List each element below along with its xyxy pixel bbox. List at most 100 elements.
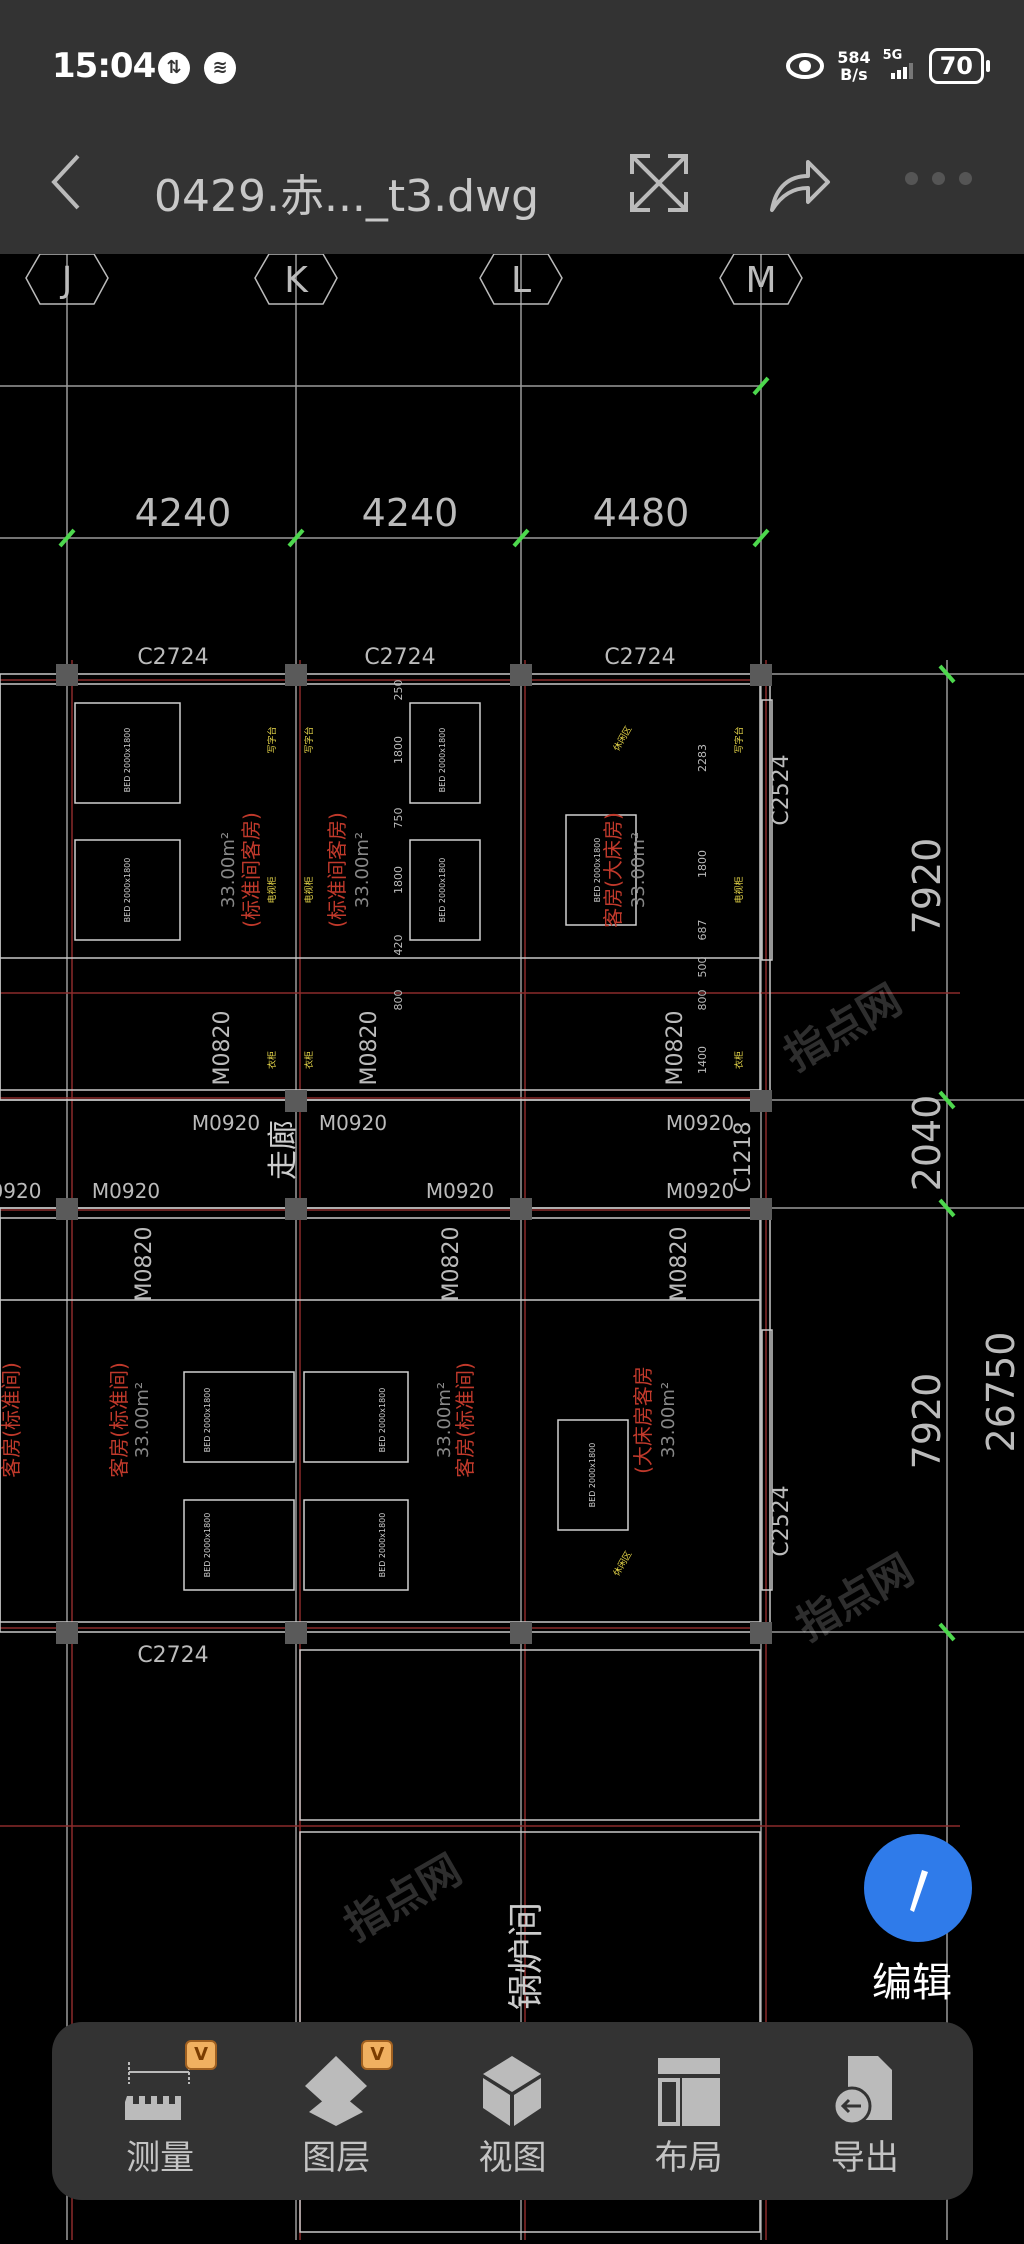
layers-button[interactable]: V 图层 — [261, 2022, 411, 2200]
door-label: M0820 — [132, 1227, 157, 1302]
drawing-text: 休闲区 — [610, 1549, 634, 1578]
drawing-text: 687 — [696, 920, 709, 941]
fullscreen-icon[interactable] — [626, 150, 692, 216]
drawing-text: 800 — [392, 990, 405, 1011]
furniture-labels: BED 2000x1800 BED 2000x1800 BED 2000x180… — [123, 728, 602, 1578]
axis-bubbles — [25, 253, 803, 305]
door-label: M0920 — [192, 1111, 260, 1135]
clock: 15:04 — [52, 46, 156, 86]
drawing-text: 33.00m² — [658, 1382, 679, 1458]
room-areas: 33.00m² 33.00m² 33.00m² 33.00m² 33.00m² … — [132, 832, 679, 1458]
drawing-text: 衣柜 — [303, 1051, 315, 1069]
battery-indicator: 70 — [928, 48, 991, 84]
door-label: M0920 — [426, 1179, 494, 1203]
ruler-icon — [125, 2062, 191, 2120]
drawing-text: 1800 — [392, 736, 405, 764]
speed-unit: B/s — [840, 65, 868, 84]
drawing-text: 客房(标准间) — [453, 1362, 477, 1478]
door-label: M0920 — [319, 1111, 387, 1135]
window-label: C2724 — [604, 645, 675, 670]
measure-button[interactable]: V 测量 — [85, 2022, 235, 2200]
window-label: C2724 — [137, 1643, 208, 1668]
drawing-text: 250 — [392, 680, 405, 701]
drawing-text: 1800 — [696, 850, 709, 878]
drawing-text: (标准间客房) — [239, 812, 263, 928]
drawing-text: 衣柜 — [266, 1051, 278, 1069]
cube-icon — [483, 2056, 542, 2126]
columns — [56, 664, 772, 1644]
drawing-text: 指点网 — [788, 1545, 922, 1650]
edit-label: 编辑 — [872, 1960, 952, 2006]
drawing-text: 电视柜 — [303, 876, 315, 903]
drawing-text: (大床房客房 — [631, 1366, 655, 1474]
drawing-text: 写字台 — [733, 726, 745, 753]
layout-button[interactable]: 布局 — [614, 2022, 764, 2200]
door-label: M0820 — [667, 1227, 692, 1302]
signal-indicator: 5G — [883, 49, 917, 83]
drawing-text: 2283 — [696, 744, 709, 772]
drawing-text: BED 2000x1800 — [203, 1513, 212, 1578]
drawing-text: 电视柜 — [266, 876, 278, 903]
red-centerlines — [0, 660, 960, 2240]
door-label: M0920 — [666, 1179, 734, 1203]
drawing-text: 写字台 — [303, 726, 315, 753]
door-label: 0920 — [0, 1179, 41, 1203]
view-label: 视图 — [478, 2138, 547, 2178]
drawing-text: 1800 — [392, 866, 405, 894]
window-label: C2724 — [364, 645, 435, 670]
drawing-text: BED 2000x1800 — [123, 858, 132, 923]
share-icon[interactable] — [766, 150, 832, 216]
cad-drawing-canvas[interactable]: J K L M 4240 4240 4480 — [0, 253, 1024, 2240]
floor-plan[interactable]: J K L M 4240 4240 4480 — [0, 253, 1024, 2240]
drawing-text: 1400 — [696, 1046, 709, 1074]
drawing-text: 指点网 — [336, 1845, 470, 1950]
span-dimension: 4480 — [593, 491, 690, 535]
view-button[interactable]: 视图 — [437, 2022, 587, 2200]
drawing-text: 衣柜 — [733, 1051, 745, 1069]
beds — [74, 702, 637, 1591]
export-file-icon — [832, 2056, 892, 2126]
drawing-text: 电视柜 — [733, 876, 745, 903]
drawing-text: 800 — [696, 990, 709, 1011]
file-title: 0429.赤..._t3.dwg — [154, 171, 539, 222]
drawing-text: 客房(标准间) — [0, 1362, 23, 1478]
more-options-button[interactable] — [905, 172, 972, 185]
eye-icon — [786, 53, 825, 79]
drawing-text: BED 2000x1800 — [438, 728, 447, 793]
axis-label-j: J — [60, 260, 73, 301]
drawing-text: 指点网 — [776, 975, 910, 1080]
vip-badge: V — [361, 2040, 394, 2070]
axis-label-k: K — [284, 260, 309, 301]
measure-label: 测量 — [126, 2138, 195, 2178]
window-label: C2524 — [769, 1485, 794, 1556]
door-label: M0820 — [663, 1011, 688, 1086]
drawing-text: 750 — [392, 808, 405, 829]
dimension-label: 2040 — [905, 1095, 949, 1192]
inner-dimensions: 250 1800 750 1800 420 800 2283 1800 687 … — [392, 680, 709, 1075]
edit-button[interactable] — [864, 1834, 972, 1942]
drawing-text: 500 — [696, 957, 709, 978]
drawing-text: (标准间客房) — [325, 812, 349, 928]
export-button[interactable]: 导出 — [790, 2022, 940, 2200]
door-label: M0920 — [92, 1179, 160, 1203]
layout-icon — [657, 2058, 720, 2126]
span-dimension: 4240 — [362, 491, 459, 535]
back-arrow-icon[interactable] — [46, 152, 86, 212]
pencil-icon — [910, 1870, 928, 1912]
boiler-room-label: 锅炉间 — [506, 1902, 547, 2010]
top-app-bar: 0429.赤..._t3.dwg — [0, 110, 1024, 254]
vip-badge: V — [185, 2040, 218, 2070]
drawing-text: 33.00m² — [352, 832, 373, 908]
window-label: C2724 — [137, 645, 208, 670]
drawing-text: BED 2000x1800 — [593, 838, 602, 903]
drawing-text: 33.00m² — [628, 832, 649, 908]
drawing-text: 420 — [392, 935, 405, 956]
speed-value: 584 — [837, 48, 871, 67]
drawing-text: BED 2000x1800 — [588, 1443, 597, 1508]
span-dimension: 4240 — [135, 491, 232, 535]
signal-bars-icon — [890, 63, 913, 79]
total-dimension-label: 26750 — [979, 1332, 1023, 1453]
bottom-toolbar: V 测量 V 图层 视图 布局 导出 — [52, 2022, 973, 2200]
drawing-text: 客房(标准间) — [107, 1362, 131, 1478]
